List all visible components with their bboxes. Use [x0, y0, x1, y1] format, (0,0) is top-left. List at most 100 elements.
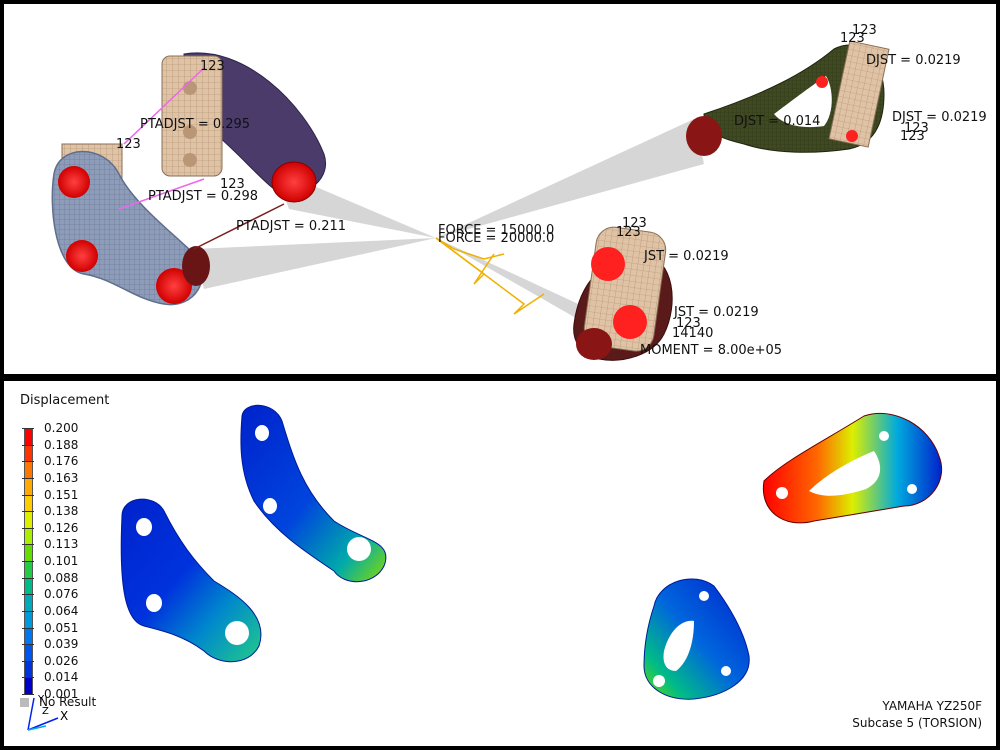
contour-part-left[interactable] — [120, 498, 262, 663]
legend-value: 0.138 — [44, 504, 79, 519]
legend-value: 0.101 — [44, 554, 79, 568]
rbe-cones — [194, 119, 704, 334]
spc-label-4: 123 — [852, 23, 877, 38]
spc-label-7: 123 — [900, 129, 925, 144]
legend-color-swatch — [25, 678, 32, 695]
ptadjst-label-1: PTADJST = 0.295 — [140, 117, 250, 132]
force-label-1: FORCE = 15000.0 — [438, 223, 554, 238]
legend-value: 0.039 — [44, 637, 79, 652]
force-label-2: FORCE = 20000.0 — [438, 231, 554, 246]
model-viewport[interactable]: PTADJST = 0.295 PTADJST = 0.298 PTADJST … — [4, 4, 996, 374]
triad-z-label: Z — [42, 706, 49, 717]
legend-value: 0.188 — [44, 437, 79, 452]
legend-tick — [22, 511, 34, 513]
legend-tick — [22, 644, 34, 646]
legend-value: 0.200 — [44, 421, 79, 435]
legend-tick — [22, 627, 34, 629]
triad-x-label: X — [60, 709, 68, 723]
contour-part-bottom[interactable] — [643, 578, 750, 700]
adjst-label-8: JST = 0.0219 — [673, 305, 759, 320]
moment-label: MOMENT = 8.00e+05 — [640, 343, 782, 358]
spc-label-1: 123 — [200, 59, 225, 74]
no-result-entry: No Result — [20, 695, 96, 709]
legend-tick — [22, 561, 34, 562]
legend-color-swatch — [25, 661, 32, 679]
legend-color-swatch — [25, 429, 32, 446]
adjst-label-6: DJST = 0.0219 — [892, 110, 987, 125]
legend-tick — [22, 694, 34, 695]
legend-color-swatch — [25, 528, 32, 546]
legend-value: 0.051 — [44, 620, 79, 635]
legend-color-swatch — [25, 595, 32, 612]
no-result-label: No Result — [39, 695, 97, 709]
legend-value: 0.113 — [44, 537, 79, 552]
legend-tick — [22, 494, 34, 496]
spc-label-2: 123 — [116, 137, 141, 152]
force-arrows — [435, 237, 545, 315]
subcase-label: Subcase 5 (TORSION) — [852, 716, 982, 730]
legend-color-swatch — [25, 462, 32, 479]
upper-left-link-mesh[interactable] — [161, 52, 327, 203]
legend-tick — [22, 544, 34, 546]
legend-color-swatch — [25, 645, 32, 662]
legend-tick — [22, 677, 34, 679]
legend-tick — [22, 577, 34, 579]
legend-color-swatch — [25, 545, 32, 562]
triad-y-label: Y — [37, 694, 45, 705]
legend-value: 0.088 — [44, 570, 79, 585]
legend-color-swatch — [25, 578, 32, 596]
legend-color-swatch — [25, 495, 32, 513]
spc-label-5: 123 — [840, 31, 865, 46]
legend-tick — [22, 527, 34, 529]
legend-value: 0.001 — [44, 687, 79, 701]
ptadjst-label-3: PTADJST = 0.211 — [236, 219, 346, 234]
legend-color-swatch — [25, 512, 32, 529]
legend-tick — [22, 428, 34, 429]
legend-value: 0.064 — [44, 603, 79, 618]
model-info: YAMAHA YZ250F Subcase 5 (TORSION) — [852, 698, 982, 732]
node-id-label: 14140 — [672, 326, 713, 341]
legend-value: 0.151 — [44, 487, 79, 502]
contour-part-center[interactable] — [240, 404, 387, 583]
spc-label-10: 123 — [676, 316, 701, 331]
legend-tick — [22, 461, 34, 463]
legend-tick — [22, 594, 34, 596]
spc-connectors — [118, 67, 285, 250]
legend-color-swatch — [25, 445, 32, 463]
spc-label-8: 123 — [622, 216, 647, 231]
left-link-mesh[interactable] — [51, 143, 210, 306]
legend-tick — [22, 660, 34, 662]
adjst-label-4: DJST = 0.0219 — [866, 53, 961, 68]
legend-value: 0.026 — [44, 653, 79, 668]
legend-color-swatch — [25, 628, 32, 646]
legend-value: 0.163 — [44, 470, 79, 485]
legend-color-swatch — [25, 611, 32, 629]
spc-label-3: 123 — [220, 177, 245, 192]
no-result-swatch — [20, 697, 29, 707]
legend-value: 0.076 — [44, 587, 79, 602]
axis-triad: X Y Z — [27, 694, 68, 731]
adjst-label-7: JST = 0.0219 — [643, 249, 729, 264]
legend-color-swatch — [25, 562, 32, 579]
spc-label-6: 123 — [904, 121, 929, 136]
legend-color-swatch — [25, 478, 32, 496]
spc-label-9: 123 — [616, 225, 641, 240]
legend-tick — [22, 444, 34, 446]
model-canvas[interactable]: PTADJST = 0.295 PTADJST = 0.298 PTADJST … — [4, 4, 996, 374]
legend-value: 0.126 — [44, 520, 79, 535]
contour-part-right[interactable] — [762, 412, 943, 524]
lower-right-link-mesh[interactable] — [573, 225, 673, 361]
legend-tick — [22, 477, 34, 479]
contour-canvas[interactable] — [4, 381, 996, 746]
ptadjst-label-2: PTADJST = 0.298 — [148, 189, 258, 204]
legend-tick — [22, 610, 34, 612]
legend-value: 0.014 — [44, 670, 79, 685]
adjst-label-5: DJST = 0.014 — [734, 114, 820, 129]
model-name: YAMAHA YZ250F — [882, 699, 982, 713]
legend-title: Displacement — [20, 393, 110, 408]
legend-value: 0.176 — [44, 454, 79, 469]
upper-right-link-mesh[interactable] — [686, 40, 890, 156]
